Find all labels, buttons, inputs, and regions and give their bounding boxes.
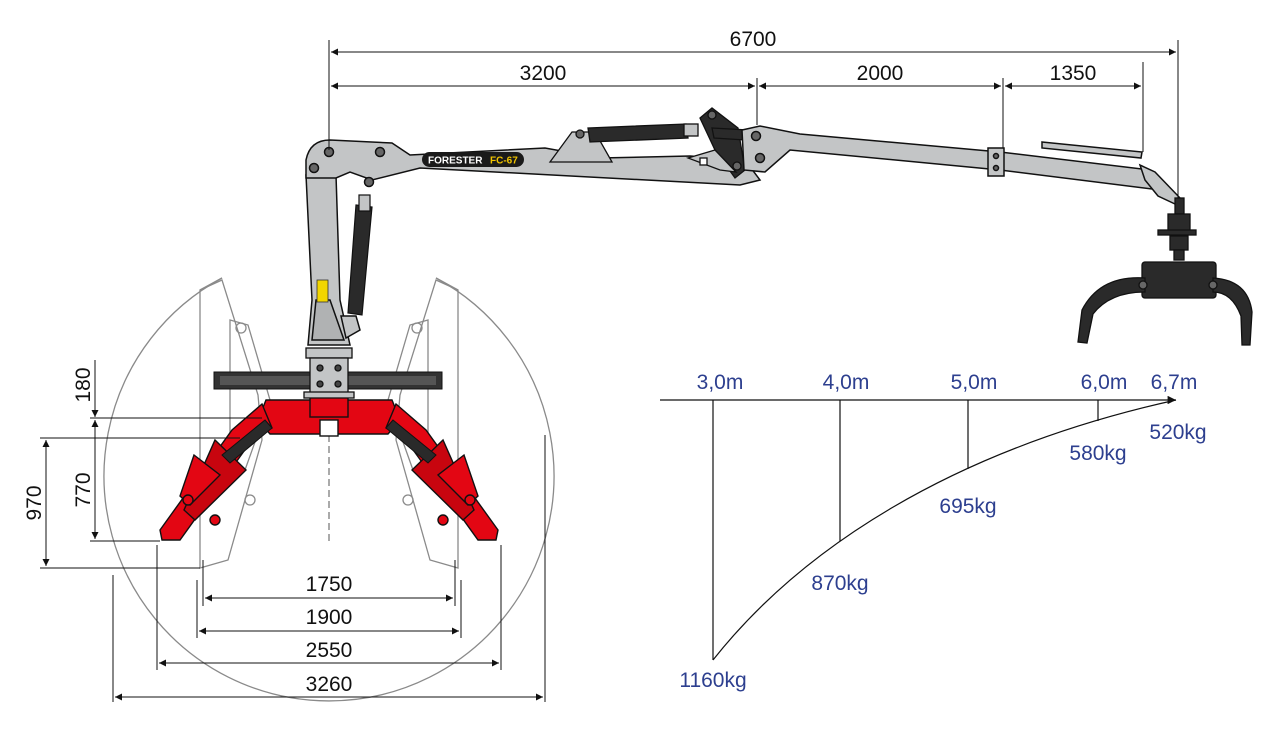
reach-label-0: 3,0m xyxy=(697,371,744,394)
reach-label-4: 6,7m xyxy=(1151,371,1198,394)
reach-label-2: 5,0m xyxy=(951,371,998,394)
dim-total: 6700 xyxy=(730,28,777,51)
brand-name: FORESTER xyxy=(428,156,483,167)
load-label-1: 870kg xyxy=(811,572,868,595)
load-label-3: 580kg xyxy=(1069,442,1126,465)
dim-w1: 1750 xyxy=(306,573,353,596)
brand-plate: FORESTER FC-67 xyxy=(422,152,524,167)
base-dimensions xyxy=(40,360,546,702)
crane-column xyxy=(305,174,361,346)
load-label-2: 695kg xyxy=(939,495,996,518)
dim-seg2: 2000 xyxy=(857,62,904,85)
slew-arc xyxy=(103,277,555,702)
dim-seg3: 1350 xyxy=(1050,62,1097,85)
boom-cylinder xyxy=(548,107,749,179)
reach-label-1: 4,0m xyxy=(823,371,870,394)
brand-model: FC-67 xyxy=(490,156,518,167)
load-label-0: 1160kg xyxy=(679,669,746,692)
dim-h1: 180 xyxy=(72,367,95,402)
main-boom xyxy=(305,139,762,188)
column-cylinder xyxy=(347,194,373,316)
outer-boom xyxy=(741,125,1182,205)
load-label-4: 520kg xyxy=(1149,421,1206,444)
dim-seg1: 3200 xyxy=(520,62,567,85)
leg-cylinders xyxy=(221,419,437,464)
boom-dimensions xyxy=(328,40,1179,198)
grapple xyxy=(1077,261,1253,346)
reach-label-3: 6,0m xyxy=(1081,371,1128,394)
dim-h2: 770 xyxy=(72,472,95,507)
slew-housing xyxy=(303,347,355,399)
dim-w3: 2550 xyxy=(306,639,353,662)
dim-w2: 1900 xyxy=(306,606,353,629)
dim-h3: 970 xyxy=(23,485,46,520)
rotator xyxy=(1157,197,1197,261)
dim-w4: 3260 xyxy=(306,673,353,696)
load-chart xyxy=(660,395,1177,661)
